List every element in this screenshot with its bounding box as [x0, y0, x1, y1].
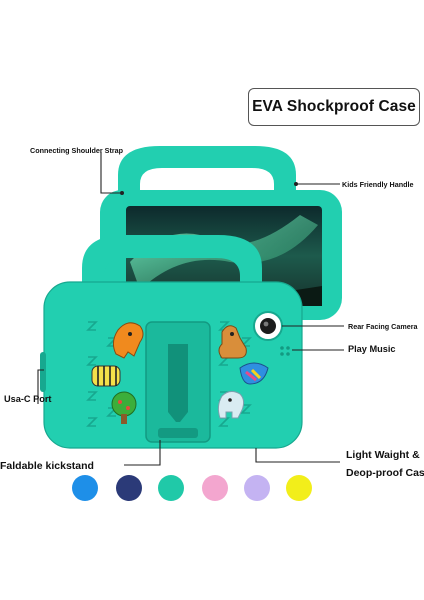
leader-lines	[37, 152, 344, 466]
label-shoulder-strap: Connecting Shoulder Strap	[30, 146, 124, 155]
page-title: EVA Shockproof Case	[252, 98, 416, 115]
zebra-sticker-icon	[91, 365, 121, 387]
swatch-blue[interactable]	[72, 475, 98, 501]
camera-icon	[253, 311, 283, 341]
fish-sticker-icon	[239, 362, 269, 385]
front-case	[40, 235, 303, 449]
dinosaur-sticker-icon	[112, 322, 144, 359]
leader-shoulder-strap	[100, 152, 122, 194]
swatch-pink[interactable]	[202, 475, 228, 501]
tree-sticker-icon	[111, 391, 137, 424]
label-light-weight-line1: Light Waight &	[346, 449, 420, 461]
back-handle	[118, 146, 296, 196]
label-camera: Rear Facing Camera	[348, 322, 418, 331]
kickstand-icon	[145, 321, 211, 443]
leader-dots	[120, 182, 298, 195]
side-port	[40, 352, 46, 392]
elephant-sticker-icon	[217, 390, 245, 419]
swatch-navy[interactable]	[116, 475, 142, 501]
label-handle: Kids Friendly Handle	[342, 180, 414, 189]
label-light-weight-line2: Deop-proof Case	[346, 467, 424, 479]
label-port: Usa-C Port	[4, 394, 52, 404]
leader-light-weight	[255, 448, 340, 463]
leader-port	[37, 369, 44, 404]
title-box: EVA Shockproof Case	[248, 88, 420, 126]
bear-sticker-icon	[218, 325, 247, 359]
leader-kickstand	[124, 440, 161, 466]
front-handle	[82, 235, 262, 290]
speaker-icon	[280, 346, 290, 356]
color-swatches	[62, 475, 322, 505]
swatch-lavender[interactable]	[244, 475, 270, 501]
label-music: Play Music	[348, 344, 396, 354]
swatch-yellow[interactable]	[286, 475, 312, 501]
label-kickstand: Faldable kickstand	[0, 460, 94, 472]
swatch-teal[interactable]	[158, 475, 184, 501]
